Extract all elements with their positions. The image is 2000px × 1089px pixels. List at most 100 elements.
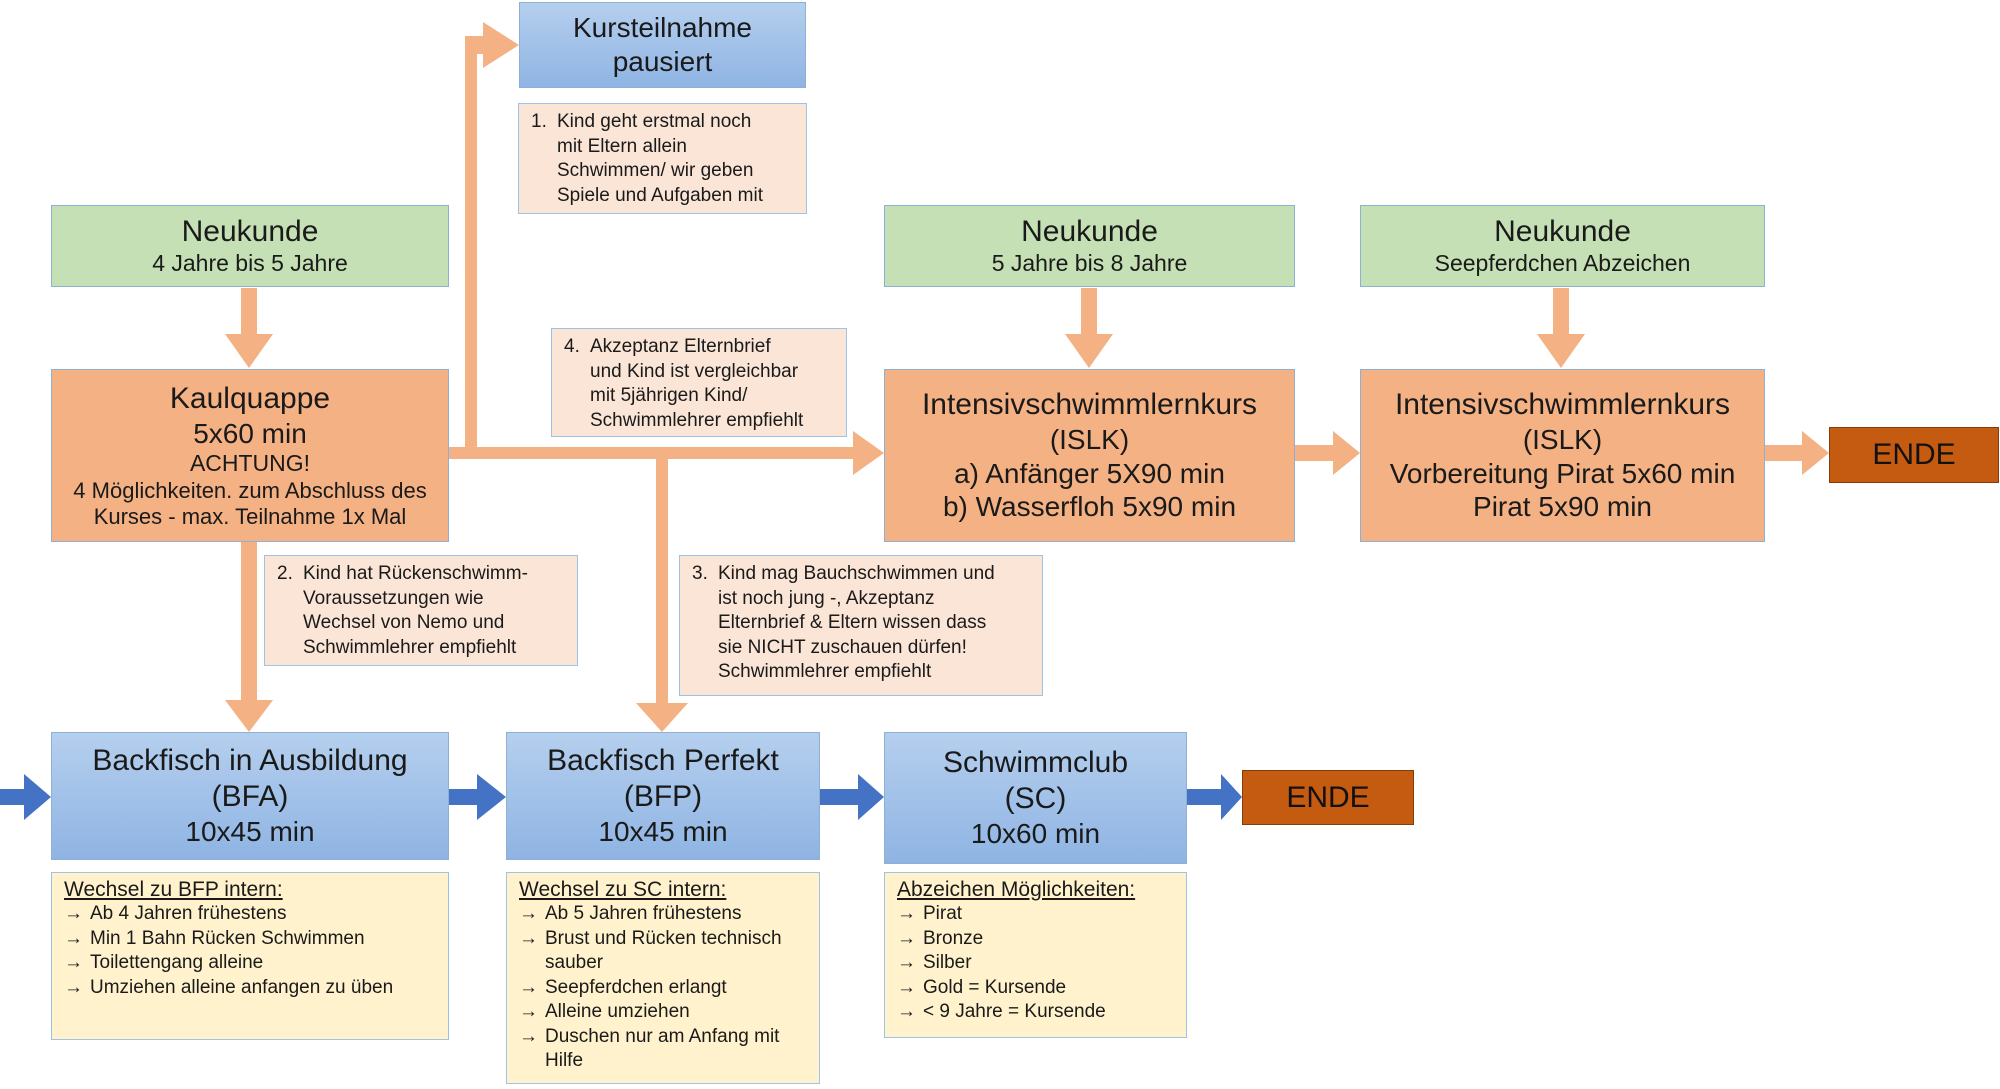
- note-2: 2.Kind hat Rückenschwimm- Voraussetzunge…: [264, 555, 578, 666]
- note-3-line: Kind mag Bauchschwimmen und: [718, 563, 995, 584]
- neukunde-title: Neukunde: [181, 215, 319, 249]
- arrow-right-icon: →: [519, 1025, 538, 1047]
- arrow-right-icon: →: [64, 952, 83, 973]
- sc-info-text: Silber: [923, 952, 972, 973]
- islk-prep-pirat: Vorbereitung Pirat 5x60 min: [1389, 457, 1736, 489]
- arrow-right-icon: →: [519, 976, 538, 998]
- islk-pirat: Pirat 5x90 min: [1473, 491, 1652, 523]
- ende-label: ENDE: [1286, 780, 1370, 814]
- islk-1-box: Intensivschwimmlernkurs (ISLK) a) Anfäng…: [884, 369, 1295, 542]
- arrow-right-icon: →: [519, 903, 538, 924]
- arrow-right-icon: →: [519, 927, 538, 949]
- islk-2-box: Intensivschwimmlernkurs (ISLK) Vorbereit…: [1360, 369, 1765, 542]
- orange-connectors: [225, 22, 1829, 732]
- note-4-line: und Kind ist vergleichbar: [590, 360, 799, 382]
- connector-neukunde2: [1081, 288, 1097, 336]
- connector-bfa-bfp: [449, 789, 479, 805]
- connector-bfp-sc: [820, 789, 860, 805]
- bfa-info-text: Ab 4 Jahren frühestens: [90, 903, 287, 924]
- ende-label: ENDE: [1872, 438, 1956, 471]
- note-4-line: Schwimmlehrer empfiehlt: [590, 409, 804, 431]
- arrow-right-icon: →: [64, 903, 83, 924]
- bfp-info-text: Brust und Rücken technisch sauber: [545, 927, 782, 974]
- neukunde-4-5-box: Neukunde 4 Jahre bis 5 Jahre: [51, 205, 449, 287]
- note-2-number: 2.: [277, 563, 293, 584]
- note-3-line: Elternbrief & Eltern wissen dass: [718, 612, 987, 633]
- arrow-right-icon: →: [897, 976, 916, 998]
- arrow-right-icon: →: [64, 976, 83, 998]
- neukunde-badge: Seepferdchen Abzeichen: [1434, 250, 1691, 277]
- islk-abbreviation: (ISLK): [1522, 424, 1603, 456]
- ende-box-bottom: ENDE: [1242, 770, 1414, 825]
- ende-box-top: ENDE: [1829, 427, 1999, 483]
- note-1-line: mit Eltern allein: [557, 135, 687, 157]
- connector-neukunde3: [1553, 288, 1569, 336]
- connector-down-to-bfp: [656, 457, 668, 707]
- sc-title: Schwimmclub: [942, 746, 1129, 780]
- bfp-title: Backfisch Perfekt: [547, 744, 779, 778]
- arrowhead-ende-top: [1802, 431, 1829, 475]
- note-3: 3. Kind mag Bauchschwimmen und ist noch j…: [679, 555, 1043, 696]
- sc-info-item: →Silber: [897, 951, 1178, 976]
- connector-up-to-paused: [465, 36, 477, 452]
- connector-sc-ende: [1187, 789, 1223, 805]
- arrowhead-islk2: [1333, 431, 1360, 475]
- arrowhead-entry-bfa: [24, 774, 51, 820]
- arrowhead-islk1-top: [1065, 334, 1113, 368]
- note-1-line: Kind geht erstmal noch: [557, 111, 752, 132]
- note-3-line: Schwimmlehrer empfiehlt: [718, 661, 932, 682]
- bfa-box: Backfisch in Ausbildung (BFA) 10x45 min: [51, 732, 449, 860]
- connector-neukunde1: [241, 288, 257, 336]
- arrow-right-icon: →: [897, 903, 916, 924]
- arrowhead-kaulquappe: [225, 334, 273, 368]
- arrowhead-bfa: [225, 700, 273, 732]
- bfp-duration: 10x45 min: [598, 816, 728, 848]
- note-2-line: Kind hat Rückenschwimm-: [303, 563, 528, 584]
- bfp-info-item: → Duschen nur am Anfang mit Hilfe: [519, 1025, 811, 1074]
- bfa-info-text: Umziehen alleine anfangen zu üben: [90, 976, 394, 998]
- course-paused-title-line1: Kursteilnahme: [573, 12, 752, 44]
- kaulquappe-title: Kaulquappe: [169, 381, 331, 415]
- sc-info-text: Pirat: [923, 903, 963, 924]
- bfa-abbreviation: (BFA): [211, 780, 289, 814]
- sc-info-text: Gold = Kursende: [923, 976, 1067, 998]
- note-3-line: ist noch jung -, Akzeptanz: [718, 587, 935, 609]
- note-2-line: Wechsel von Nemo und: [303, 612, 505, 633]
- note-3-number: 3.: [692, 563, 708, 584]
- arrowhead-bfp: [636, 703, 688, 732]
- neukunde-5-8-box: Neukunde 5 Jahre bis 8 Jahre: [884, 205, 1295, 287]
- bfa-info-item: →Toilettengang alleine: [64, 951, 440, 976]
- bfa-info-heading: Wechsel zu BFP intern:: [64, 878, 283, 901]
- arrowhead-paused: [483, 22, 519, 68]
- connector-islk2-ende: [1764, 445, 1804, 461]
- sc-info-item: → Pirat: [897, 902, 1178, 927]
- neukunde-seepferdchen-box: Neukunde Seepferdchen Abzeichen: [1360, 205, 1765, 287]
- islk-abbreviation: (ISLK): [1049, 424, 1130, 456]
- connector-kaulquappe-islk: [449, 447, 855, 459]
- kaulquappe-box: Kaulquappe 5x60 min ACHTUNG! 4 Möglichke…: [51, 369, 449, 542]
- note-1: 1.Kind geht erstmal noch mit Eltern alle…: [518, 103, 807, 214]
- arrowhead-bfp-sc: [858, 774, 884, 820]
- bfa-title: Backfisch in Ausbildung: [92, 744, 408, 778]
- neukunde-title: Neukunde: [1494, 215, 1631, 249]
- sc-info-text: Bronze: [923, 927, 984, 949]
- islk-title: Intensivschwimmlernkurs: [921, 388, 1258, 422]
- neukunde-title: Neukunde: [1021, 215, 1158, 249]
- bfp-info-heading: Wechsel zu SC intern:: [519, 878, 727, 901]
- kaulquappe-info-line: 4 Möglichkeiten. zum Abschluss des: [73, 477, 427, 503]
- arrowhead-islk2-top: [1537, 334, 1585, 368]
- bfa-duration: 10x45 min: [185, 816, 315, 848]
- kaulquappe-warning: ACHTUNG!: [189, 450, 311, 477]
- bfp-info-text: Seepferdchen erlangt: [545, 976, 727, 998]
- neukunde-age-range: 5 Jahre bis 8 Jahre: [991, 250, 1188, 277]
- bfp-info-text: Duschen nur am Anfang mit Hilfe: [545, 1025, 780, 1072]
- bfa-info-item: → Ab 4 Jahren frühestens: [64, 902, 440, 927]
- arrow-right-icon: →: [519, 1001, 538, 1022]
- neukunde-age-range: 4 Jahre bis 5 Jahre: [152, 250, 348, 277]
- kaulquappe-info-line: Kurses - max. Teilnahme 1x Mal: [93, 504, 407, 530]
- bfp-abbreviation: (BFP): [623, 780, 703, 814]
- islk-option-a: a) Anfänger 5X90 min: [954, 457, 1225, 489]
- bfp-info-item: → Brust und Rücken technisch sauber: [519, 927, 811, 976]
